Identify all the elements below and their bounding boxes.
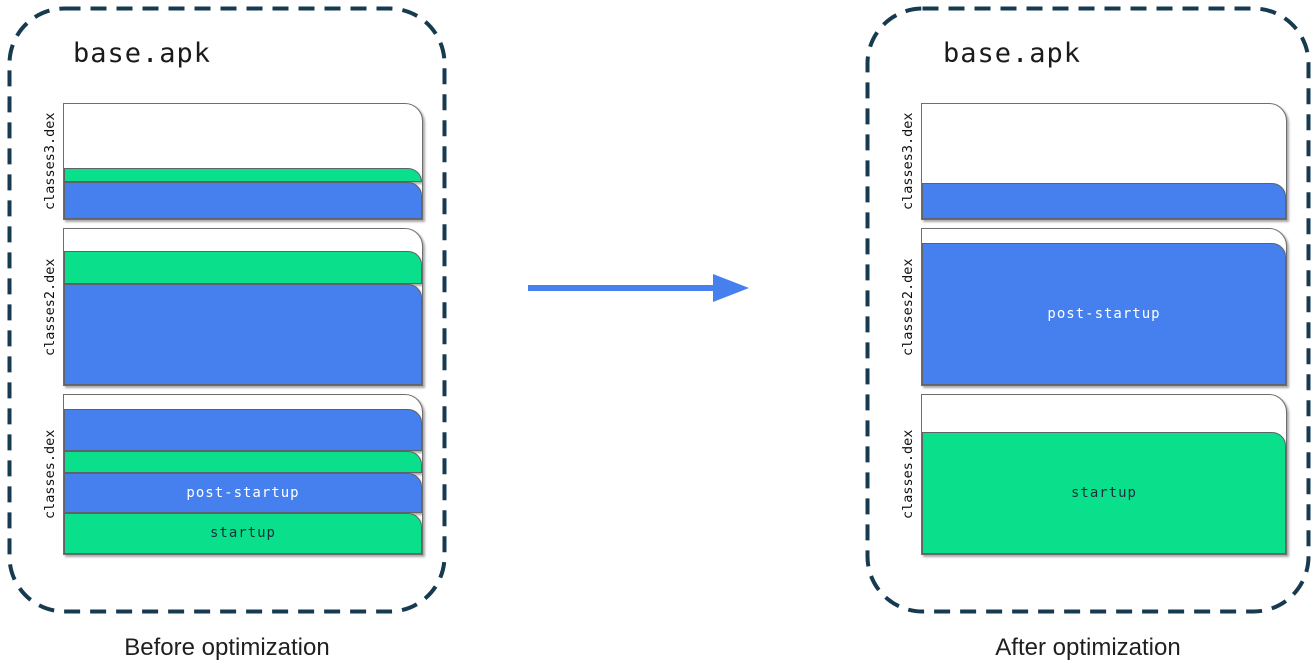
dex-file-row: classes.dex startup	[895, 394, 1287, 555]
segment-post-startup	[922, 183, 1286, 219]
dashed-border	[7, 6, 447, 614]
dex-file-sidelabel: classes2.dex	[42, 258, 58, 356]
right-arrow-icon	[527, 268, 752, 312]
segment-free	[64, 395, 422, 409]
segment-startup	[64, 168, 422, 183]
dex-file-block: startup	[921, 394, 1287, 555]
dex-file-block	[63, 228, 423, 386]
dex-file-row: classes2.dex	[37, 228, 423, 386]
dex-file-row: classes3.dex	[895, 103, 1287, 220]
segment-post-startup	[64, 409, 422, 451]
segment-startup: startup	[64, 512, 422, 554]
dex-file-sidelabel: classes.dex	[900, 429, 916, 520]
segment-startup: startup	[922, 431, 1286, 554]
apk-container-after: base.apk classes3.dex classes2.dex post-st…	[865, 6, 1311, 614]
segment-free	[922, 104, 1286, 183]
dex-file-row: classes3.dex	[37, 103, 423, 220]
segment-post-startup	[64, 283, 422, 385]
dex-file-block: post-startup	[921, 228, 1287, 386]
segment-free	[64, 229, 422, 251]
segment-post-startup: post-startup	[64, 472, 422, 513]
segment-free	[922, 395, 1286, 432]
dex-file-sidelabel: classes3.dex	[42, 112, 58, 211]
segment-startup	[64, 250, 422, 284]
caption-before: Before optimization	[124, 634, 330, 661]
segment-free	[64, 104, 422, 168]
dex-file-sidelabel: classes.dex	[42, 429, 58, 520]
dex-file-row: classes2.dex post-startup	[895, 228, 1287, 386]
dex-file-block	[63, 103, 423, 220]
segment-startup	[64, 450, 422, 473]
caption-after: After optimization	[995, 634, 1181, 661]
dex-file-sidelabel: classes3.dex	[900, 112, 916, 211]
apk-title: base.apk	[943, 38, 1082, 69]
segment-free	[922, 229, 1286, 243]
segment-post-startup: post-startup	[922, 243, 1286, 385]
dex-file-sidelabel: classes2.dex	[900, 258, 916, 356]
dex-file-block	[921, 103, 1287, 220]
segment-post-startup	[64, 182, 422, 219]
dashed-border	[865, 6, 1311, 614]
files: classes3.dex classes2.dex classes.dex post-…	[37, 103, 423, 555]
apk-title: base.apk	[73, 38, 212, 69]
